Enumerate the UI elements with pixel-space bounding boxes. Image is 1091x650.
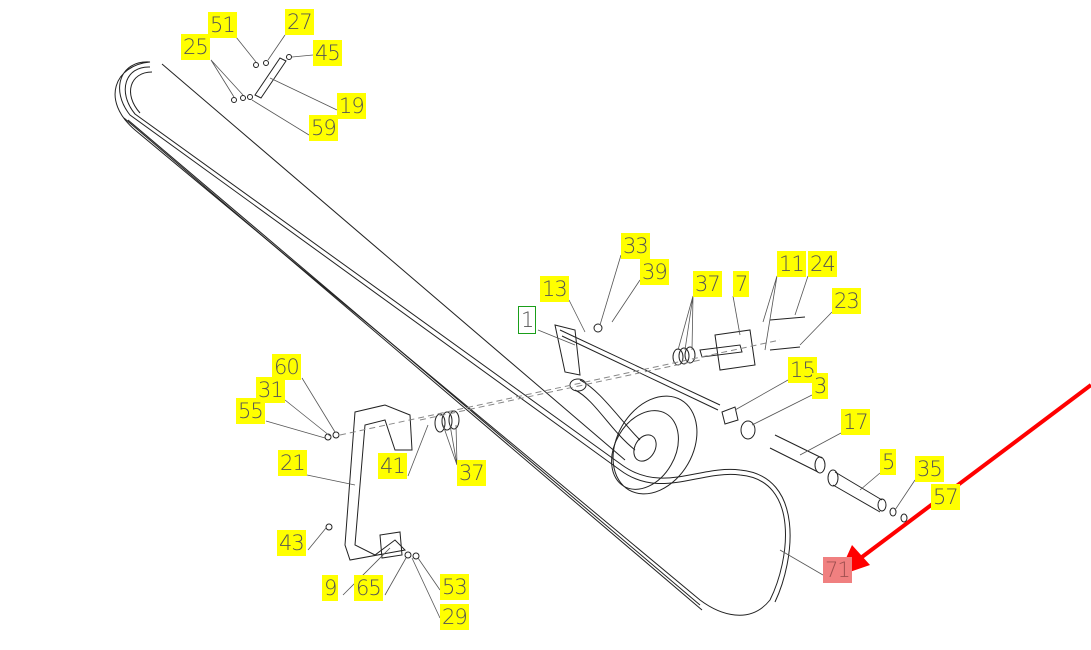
part-label-43[interactable]: 43 [277,530,306,556]
part-label-13[interactable]: 13 [540,276,569,302]
part-label-3[interactable]: 3 [812,373,829,399]
part-label-1[interactable]: 1 [518,306,537,334]
part-label-71-highlighted[interactable]: 71 [823,557,852,583]
red-arrow-icon [838,383,1091,576]
part-label-23[interactable]: 23 [832,288,861,314]
part-label-5[interactable]: 5 [880,449,897,475]
part-label-45[interactable]: 45 [313,40,342,66]
part-label-35[interactable]: 35 [915,456,944,482]
part-label-60[interactable]: 60 [272,354,301,380]
part-label-57[interactable]: 57 [931,484,960,510]
part-label-65[interactable]: 65 [354,575,383,601]
part-label-37[interactable]: 37 [693,271,722,297]
part-label-29[interactable]: 29 [440,604,469,630]
part-label-33[interactable]: 33 [621,233,650,259]
part-label-27[interactable]: 27 [285,9,314,35]
part-label-15[interactable]: 15 [788,357,817,383]
leader-lines [210,34,916,619]
part-label-25[interactable]: 25 [181,34,210,60]
part-label-7[interactable]: 7 [733,271,750,297]
part-label-24[interactable]: 24 [808,251,837,277]
part-label-37[interactable]: 37 [457,460,486,486]
part-label-59[interactable]: 59 [309,115,338,141]
part-label-41[interactable]: 41 [378,453,407,479]
part-label-9[interactable]: 9 [322,575,339,601]
part-label-51[interactable]: 51 [208,12,237,38]
pulley [569,378,698,495]
belt [114,61,791,616]
part-label-39[interactable]: 39 [640,259,669,285]
part-label-53[interactable]: 53 [440,574,469,600]
part-label-21[interactable]: 21 [278,450,307,476]
part-label-19[interactable]: 19 [337,93,366,119]
part-label-17[interactable]: 17 [841,409,870,435]
part-label-55[interactable]: 55 [236,398,265,424]
part-label-11[interactable]: 11 [777,251,806,277]
